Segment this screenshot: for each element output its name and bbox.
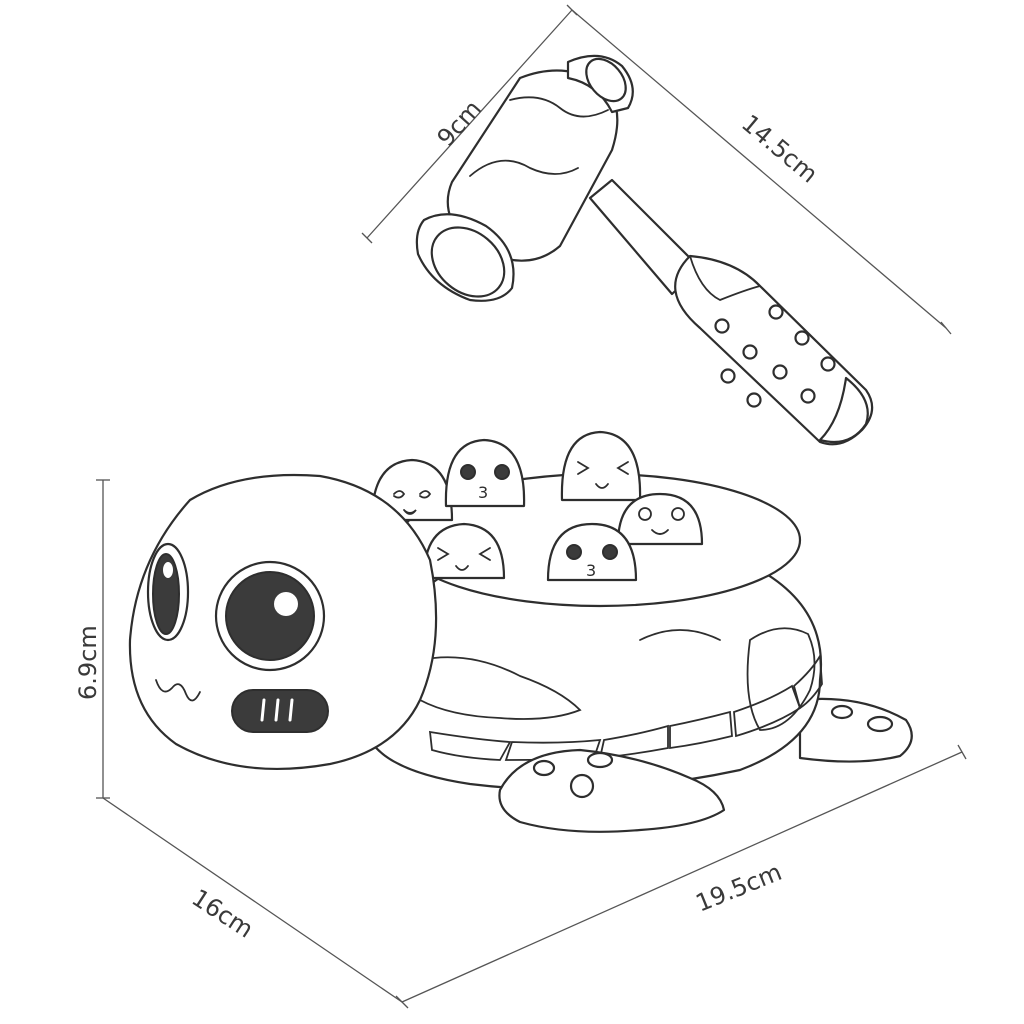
mole-2: 3 bbox=[444, 438, 526, 508]
mole-mouth-3b: 3 bbox=[586, 561, 596, 580]
dim-label-toy-depth: 16cm bbox=[187, 884, 259, 944]
mole-6: 3 bbox=[546, 522, 638, 582]
dim-label-toy-height: 6.9cm bbox=[74, 625, 102, 700]
mole-mouth-3: 3 bbox=[478, 483, 488, 502]
mole-3 bbox=[560, 430, 642, 502]
dim-label-hammer-length: 14.5cm bbox=[736, 109, 823, 188]
turtle-toy-illustration: 3 3 bbox=[128, 430, 913, 833]
hammer-illustration bbox=[415, 54, 874, 446]
mole-5 bbox=[422, 522, 506, 580]
dimension-lines bbox=[96, 4, 967, 1009]
mole-4 bbox=[616, 492, 704, 546]
